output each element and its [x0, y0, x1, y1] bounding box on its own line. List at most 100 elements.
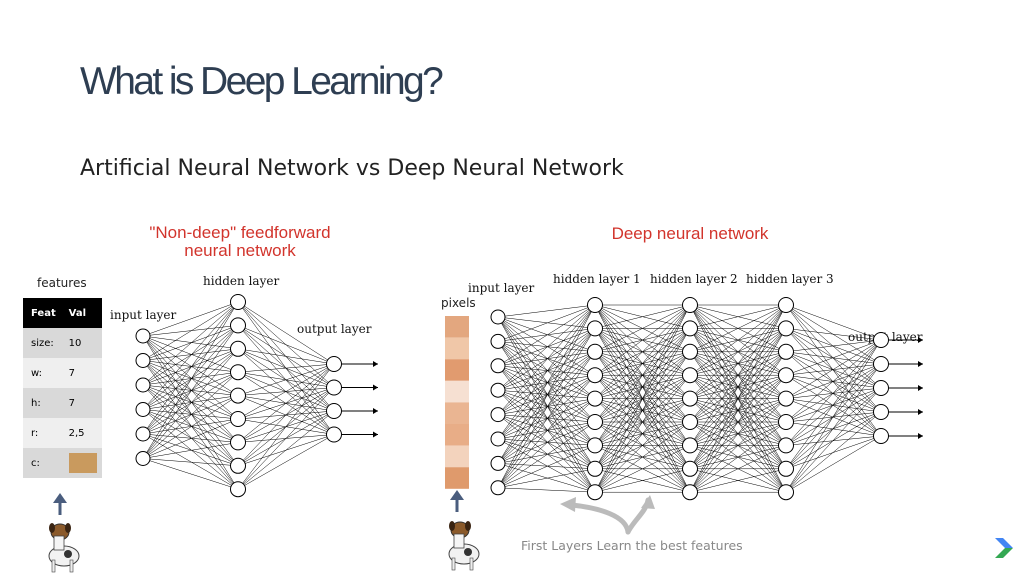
connection-edge: [142, 458, 239, 490]
connection-edge: [497, 414, 596, 470]
connection-edge: [594, 304, 691, 329]
neuron-node: [587, 460, 603, 477]
connection-edge: [497, 365, 596, 446]
connection-edge: [497, 468, 596, 489]
connection-edge: [142, 384, 239, 490]
neuron-node: [778, 390, 794, 407]
neuron-node: [490, 431, 506, 447]
connection-edge: [142, 335, 239, 420]
output-arrowhead: [373, 408, 378, 414]
connection-edge: [237, 363, 335, 490]
pixel-cell: [445, 359, 469, 381]
connection-edge: [689, 304, 787, 329]
connection-edge: [497, 328, 596, 367]
connection-edge: [142, 301, 239, 459]
connection-edge: [142, 335, 239, 396]
connection-edge: [497, 375, 596, 488]
neuron-node: [135, 426, 151, 442]
connection-edge: [497, 389, 596, 446]
neuron-node: [873, 428, 889, 444]
connection-edge: [497, 463, 596, 493]
neuron-node: [587, 297, 603, 313]
connection-edge: [497, 445, 596, 489]
pixel-cell: [445, 380, 469, 403]
neuron-node: [873, 332, 889, 348]
connection-edge: [497, 390, 596, 469]
neuron-node: [682, 414, 698, 430]
connection-edge: [497, 304, 596, 318]
feature-value: 7: [60, 358, 102, 388]
table-row: h: 7: [23, 388, 102, 418]
connection-edge: [497, 328, 596, 391]
neuron-node: [587, 414, 603, 430]
connection-edge: [142, 384, 239, 396]
table-row: size: 10: [23, 328, 102, 358]
neuron-node: [490, 407, 506, 423]
connection-edge: [497, 304, 596, 464]
connection-edge: [497, 398, 596, 488]
connection-edge: [142, 335, 239, 443]
connection-edge: [785, 351, 882, 389]
neuron-node: [682, 320, 698, 337]
connection-edge: [594, 304, 691, 423]
connection-edge: [785, 328, 882, 389]
connection-edge: [497, 463, 596, 470]
output-arrowhead: [373, 384, 378, 391]
right-input-layer-label: input layer: [468, 281, 535, 295]
connection-edge: [689, 351, 787, 493]
neuron-node: [326, 426, 342, 443]
connection-edge: [497, 365, 596, 423]
caption-text: First Layers Learn the best features: [521, 538, 743, 553]
neuron-node: [490, 333, 506, 349]
connection-edge: [497, 421, 596, 464]
connection-edge: [237, 301, 335, 365]
non-deep-title: "Non-deep" feedforward neural network: [140, 224, 340, 260]
connection-edge: [142, 348, 239, 361]
neuron-node: [778, 414, 794, 430]
connection-edge: [142, 348, 239, 459]
connection-edge: [497, 351, 596, 488]
connection-edge: [785, 339, 882, 446]
neuron-node: [230, 294, 246, 310]
neuron-node: [490, 455, 506, 471]
neuron-node: [682, 437, 698, 454]
connection-edge: [142, 335, 239, 350]
connection-edge: [785, 374, 882, 437]
connection-edge: [594, 421, 691, 493]
features-table: Feat Val size: 10 w: 7 h: 7 r: 2,5 c:: [23, 298, 102, 478]
features-header-val: Val: [60, 298, 102, 328]
connection-edge: [237, 363, 335, 466]
neuron-node: [682, 390, 698, 407]
feature-value: 7: [60, 388, 102, 418]
feature-name: c:: [23, 448, 61, 478]
connection-edge: [237, 434, 335, 490]
connection-edge: [497, 328, 596, 440]
connection-edge: [785, 328, 882, 437]
connection-edge: [594, 328, 691, 493]
connection-edge: [142, 409, 239, 420]
connection-edge: [497, 316, 596, 353]
connection-edge: [142, 371, 239, 435]
connection-edge: [785, 304, 882, 413]
network-nodes: [135, 294, 889, 501]
connection-edge: [497, 316, 596, 376]
connection-edge: [594, 375, 691, 493]
output-arrowhead: [373, 361, 378, 367]
connection-edge: [142, 301, 239, 410]
connection-edge: [142, 372, 239, 459]
pixel-cell: [445, 316, 469, 338]
connection-edge: [785, 339, 882, 353]
neuron-node: [490, 358, 506, 374]
connection-edge: [142, 409, 239, 467]
neuron-node: [230, 364, 246, 381]
connection-edge: [497, 316, 596, 329]
connection-edge: [594, 468, 691, 493]
connection-edge: [497, 414, 596, 493]
left-output-layer-label: output layer: [297, 322, 372, 336]
connection-edge: [142, 409, 239, 490]
neuron-node: [326, 379, 342, 396]
connection-edge: [785, 351, 882, 413]
connection-edge: [142, 348, 239, 435]
connection-edge: [594, 304, 691, 399]
connection-edge: [785, 304, 882, 389]
